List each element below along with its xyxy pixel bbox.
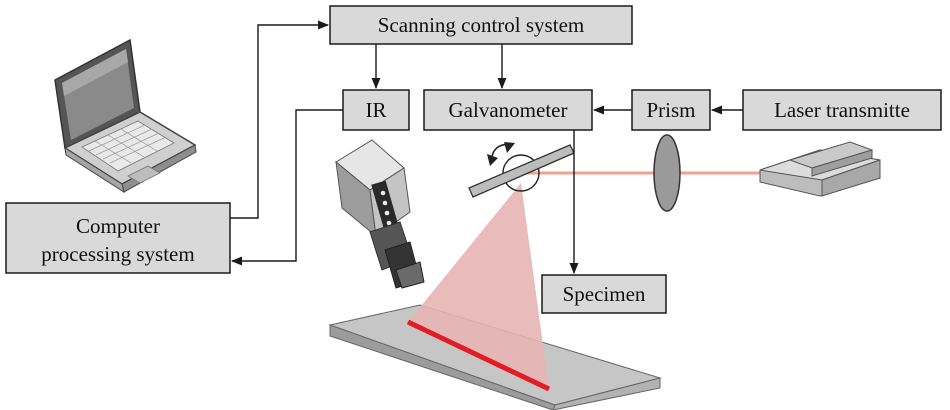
prism-box: Prism — [631, 89, 711, 131]
scan-line — [406, 319, 551, 392]
scanning-control-box: Scanning control system — [329, 5, 633, 45]
ir-box: IR — [342, 89, 410, 131]
laptop-icon — [54, 38, 197, 194]
specimen-box: Specimen — [541, 274, 667, 314]
computer-processing-box: Computer processing system — [5, 202, 231, 274]
computer-label-line2: processing system — [41, 242, 194, 266]
laser-transmitter-label: Laser transmitte — [774, 98, 910, 122]
connector-lines — [230, 20, 743, 275]
galvanometer-label: Galvanometer — [449, 98, 568, 122]
ir-camera-icon — [335, 139, 425, 289]
prism-label: Prism — [646, 98, 695, 122]
prism-lens-icon — [653, 134, 681, 212]
rotation-arrow-icon — [487, 142, 515, 166]
scanning-control-label: Scanning control system — [378, 13, 584, 37]
laser-transmitter-icon — [759, 141, 881, 197]
computer-label-line1: Computer — [76, 214, 160, 238]
ir-label: IR — [366, 98, 387, 122]
arrow-ir-to-computer — [230, 109, 343, 266]
laser-transmitter-box: Laser transmitte — [742, 89, 942, 131]
galvanometer-mirror-icon — [468, 144, 575, 198]
galvanometer-box: Galvanometer — [423, 89, 593, 131]
arrow-computer-to-scanning — [230, 20, 330, 219]
specimen-label: Specimen — [563, 282, 646, 306]
